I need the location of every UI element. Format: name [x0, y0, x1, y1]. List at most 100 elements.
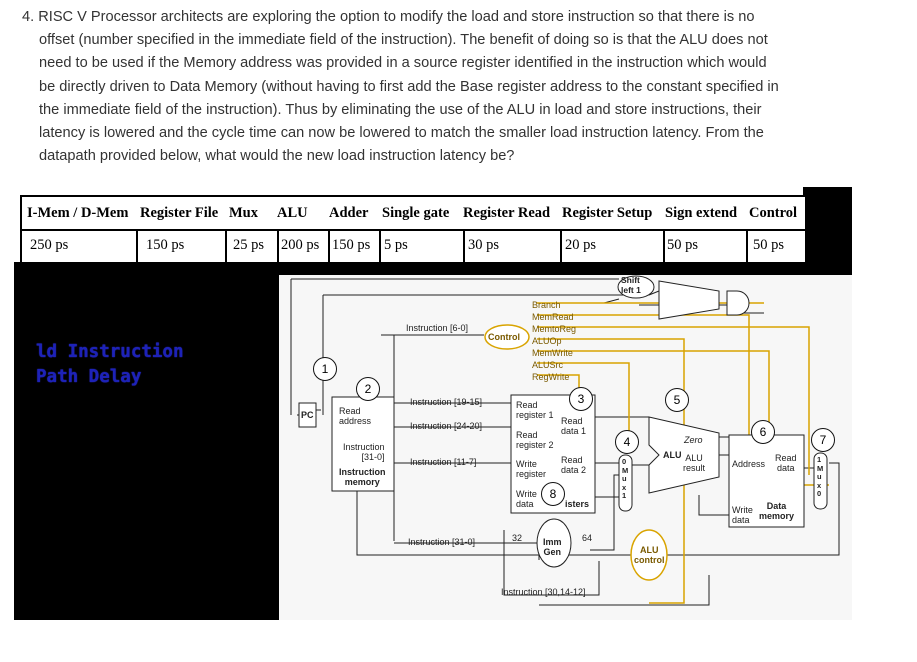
header-register-setup: Register Setup	[562, 205, 653, 221]
header-register-read: Register Read	[463, 205, 551, 221]
value-regfile: 150 ps	[146, 237, 185, 253]
marker-6: 6	[751, 420, 775, 444]
value-mux: 25 ps	[233, 237, 265, 253]
header-sign-extend: Sign extend	[665, 205, 738, 221]
ld-title-line2: Path Delay	[36, 367, 142, 387]
ctl-aluop: ALUOp	[532, 336, 562, 346]
address-label: Address	[732, 459, 766, 469]
shift-left-unit	[617, 275, 655, 299]
cell-divider	[328, 231, 330, 262]
marker-8: 8	[541, 482, 565, 506]
question-line: latency is lowered and the cycle time ca…	[39, 125, 764, 142]
black-band	[803, 187, 852, 275]
value-sign-extend: 50 ps	[667, 237, 699, 253]
alu-block	[648, 416, 720, 494]
instr-field-11-7: Instruction [11-7]	[410, 457, 477, 467]
control-label: Control	[488, 332, 520, 342]
question-line: 4. RISC V Processor architects are explo…	[22, 9, 755, 25]
marker-5: 5	[665, 388, 689, 412]
datapath-wires	[290, 275, 840, 606]
imm-gen-block	[536, 518, 572, 568]
header-single-gate: Single gate	[382, 205, 450, 221]
cell-divider	[136, 231, 138, 262]
marker-7: 7	[811, 428, 835, 452]
cell-divider	[463, 231, 465, 262]
question-line: offset (number specified in the immediat…	[39, 32, 768, 49]
header-mem: I-Mem / D-Mem	[27, 205, 129, 221]
value-control: 50 ps	[753, 237, 785, 253]
question-line: be directly driven to Data Memory (witho…	[39, 78, 779, 95]
value-alu: 200 ps	[281, 237, 320, 253]
branch-adder	[658, 280, 720, 320]
header-control: Control	[749, 205, 798, 221]
control-unit	[484, 324, 530, 350]
header-adder: Adder	[329, 205, 369, 221]
marker-2: 2	[356, 377, 380, 401]
ctl-branch: Branch	[532, 300, 561, 310]
ld-path-delay-title: ld Instruction Path Delay	[36, 340, 184, 390]
value-single-gate: 5 ps	[384, 237, 408, 253]
alu-label: ALU	[663, 450, 682, 460]
cell-divider	[379, 231, 381, 262]
memtoreg-mux	[813, 452, 828, 510]
value-register-read: 30 ps	[468, 237, 500, 253]
pc-label: PC	[301, 410, 314, 420]
bit-64-label: 64	[582, 533, 593, 543]
and-gate	[726, 290, 750, 316]
ctl-regwrite: RegWrite	[532, 372, 570, 382]
zero-label: Zero	[684, 435, 703, 445]
bit-32-label: 32	[512, 533, 523, 543]
pc-register	[298, 402, 317, 428]
ctl-memread: MemRead	[532, 312, 574, 322]
marker-1: 1	[313, 357, 337, 381]
value-register-setup: 20 ps	[565, 237, 597, 253]
timing-table: I-Mem / D-Mem Register File Mux ALU Adde…	[20, 195, 807, 266]
header-mux: Mux	[229, 205, 258, 221]
value-adder: 150 ps	[332, 237, 371, 253]
marker-3: 3	[569, 387, 593, 411]
instr-field-19-15: Instruction [19-15]	[410, 397, 483, 407]
header-alu: ALU	[277, 205, 308, 221]
header-regfile: Register File	[140, 205, 219, 221]
instruction-memory-block	[331, 396, 395, 492]
instr-field-6-0: Instruction [6-0]	[406, 323, 469, 333]
instr-field-30-14-12: Instruction [30,14-12]	[501, 587, 586, 597]
ctl-memtoreg: MemtoReg	[532, 324, 577, 334]
timing-value-row: 250 ps 150 ps 25 ps 200 ps 150 ps 5 ps 3…	[22, 231, 805, 262]
question-text: 4. RISC V Processor architects are explo…	[22, 6, 902, 168]
value-mem: 250 ps	[30, 237, 69, 253]
question-line: the immediate field of the instruction).…	[39, 101, 762, 118]
cell-divider	[663, 231, 665, 262]
question-line: need to be used if the Memory address wa…	[39, 55, 767, 72]
alu-control-block	[630, 529, 668, 581]
cell-divider	[225, 231, 227, 262]
alusrc-mux	[618, 454, 633, 512]
instr-field-31-0: Instruction [31-0]	[408, 537, 476, 547]
marker-4: 4	[615, 430, 639, 454]
timing-header-row: I-Mem / D-Mem Register File Mux ALU Adde…	[22, 197, 805, 231]
data-memory-block	[728, 434, 805, 528]
registers-label: isters	[565, 499, 590, 509]
instruction-31-0-label: Instruction[31-0]	[343, 442, 385, 462]
cell-divider	[746, 231, 748, 262]
instr-field-24-20: Instruction [24-20]	[410, 421, 483, 431]
ctl-alusrc: ALUSrc	[532, 360, 564, 370]
question-line: datapath provided below, what would the …	[39, 148, 515, 165]
